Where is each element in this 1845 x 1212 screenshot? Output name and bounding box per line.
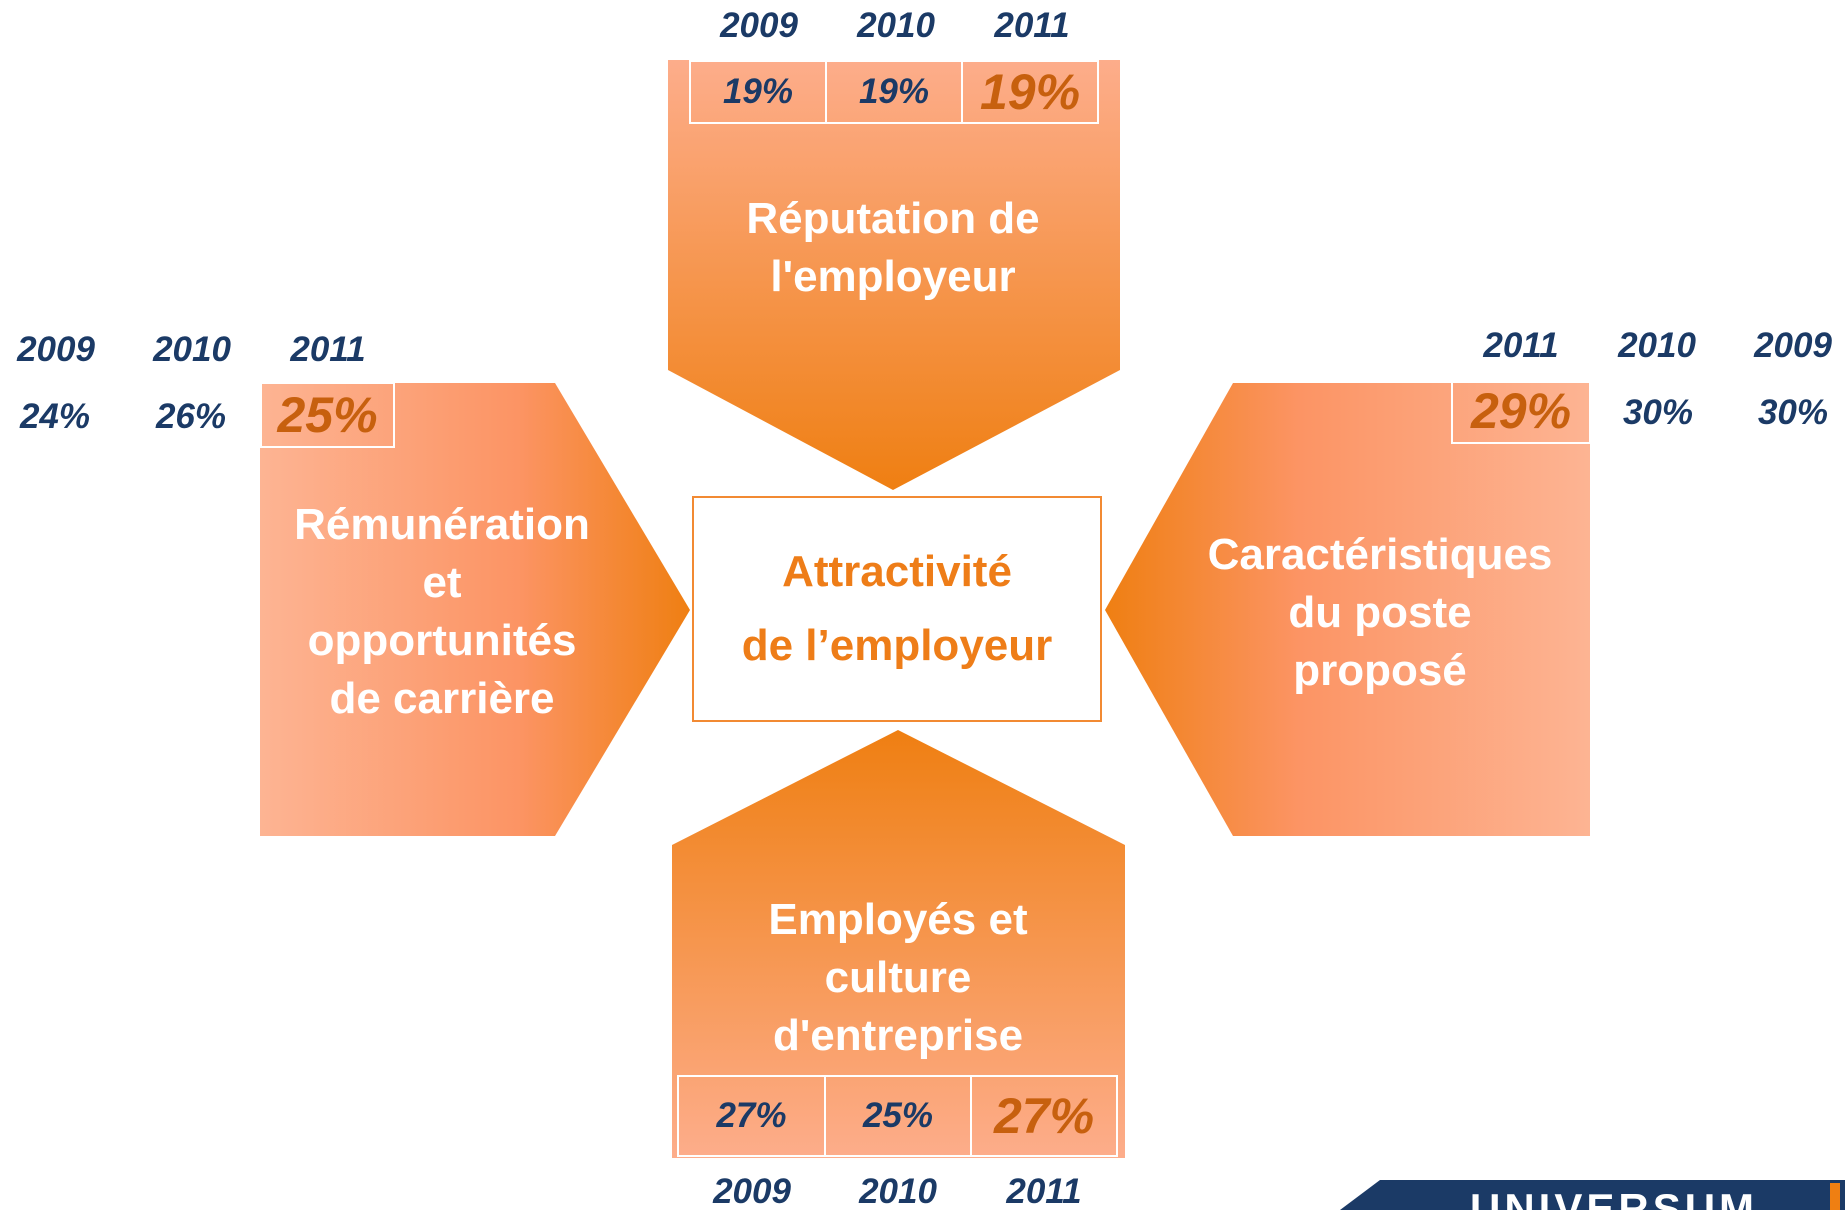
- left-value-1: 24%: [19, 397, 91, 436]
- top-value-2: 19%: [825, 60, 963, 124]
- top-arrow-shape: [668, 60, 1120, 490]
- right-value-2: 30%: [1622, 393, 1694, 432]
- top-value-1: 19%: [689, 60, 827, 124]
- bottom-year-1: 2009: [713, 1172, 791, 1211]
- logo-accent: [1830, 1183, 1840, 1210]
- bottom-year-3: 2011: [1006, 1172, 1082, 1211]
- left-arrow-shape: [260, 383, 690, 836]
- left-label-line-1: Rémunération: [294, 500, 590, 549]
- right-value-1: 29%: [1451, 378, 1591, 444]
- bottom-factor-label: Employés et culture d'entreprise: [672, 891, 1124, 1065]
- top-year-1: 2009: [720, 6, 798, 45]
- bottom-arrow-shape: [672, 730, 1125, 1158]
- bottom-value-3: 27%: [970, 1075, 1118, 1157]
- universum-logo: UNIVERSUM: [1470, 1188, 1810, 1210]
- left-year-2: 2010: [153, 330, 231, 369]
- top-label-line-1: Réputation de: [746, 194, 1040, 243]
- right-factor-label: Caractéristiques du poste proposé: [1180, 526, 1580, 700]
- right-label-line-1: Caractéristiques: [1207, 530, 1553, 579]
- bottom-label-line-3: d'entreprise: [772, 1011, 1024, 1060]
- top-year-3: 2011: [994, 6, 1070, 45]
- left-factor-label: Rémunération et opportunités de carrière: [262, 496, 622, 728]
- center-box: Attractivité de l’employeur: [692, 496, 1102, 722]
- center-title-line-2: de l’employeur: [741, 621, 1053, 670]
- right-label-line-3: proposé: [1293, 646, 1467, 695]
- right-value-3: 30%: [1757, 393, 1829, 432]
- bottom-value-1: 27%: [677, 1075, 826, 1157]
- left-label-line-2: et: [422, 558, 462, 607]
- left-year-3: 2011: [290, 330, 366, 369]
- left-label-line-3: opportunités: [307, 616, 577, 665]
- right-year-1: 2011: [1483, 326, 1559, 365]
- top-year-2: 2010: [857, 6, 935, 45]
- center-title-line-1: Attractivité: [782, 547, 1012, 596]
- bottom-label-line-2: culture: [824, 953, 972, 1002]
- logo-banner: [1340, 1180, 1845, 1210]
- bottom-year-2: 2010: [859, 1172, 937, 1211]
- right-label-line-2: du poste: [1288, 588, 1472, 637]
- top-label-line-2: l'employeur: [770, 252, 1016, 301]
- top-value-3: 19%: [961, 60, 1099, 124]
- bottom-value-2: 25%: [824, 1075, 972, 1157]
- left-value-3: 25%: [260, 382, 395, 448]
- left-value-2: 26%: [155, 397, 227, 436]
- right-arrow-shape: [1105, 383, 1590, 836]
- bottom-label-line-1: Employés et: [768, 895, 1028, 944]
- logo-text: UNIVERSUM: [1470, 1188, 1810, 1210]
- left-year-1: 2009: [17, 330, 95, 369]
- left-label-line-4: de carrière: [329, 674, 555, 723]
- top-factor-label: Réputation de l'employeur: [668, 190, 1118, 306]
- right-year-2: 2010: [1618, 326, 1696, 365]
- right-year-3: 2009: [1754, 326, 1832, 365]
